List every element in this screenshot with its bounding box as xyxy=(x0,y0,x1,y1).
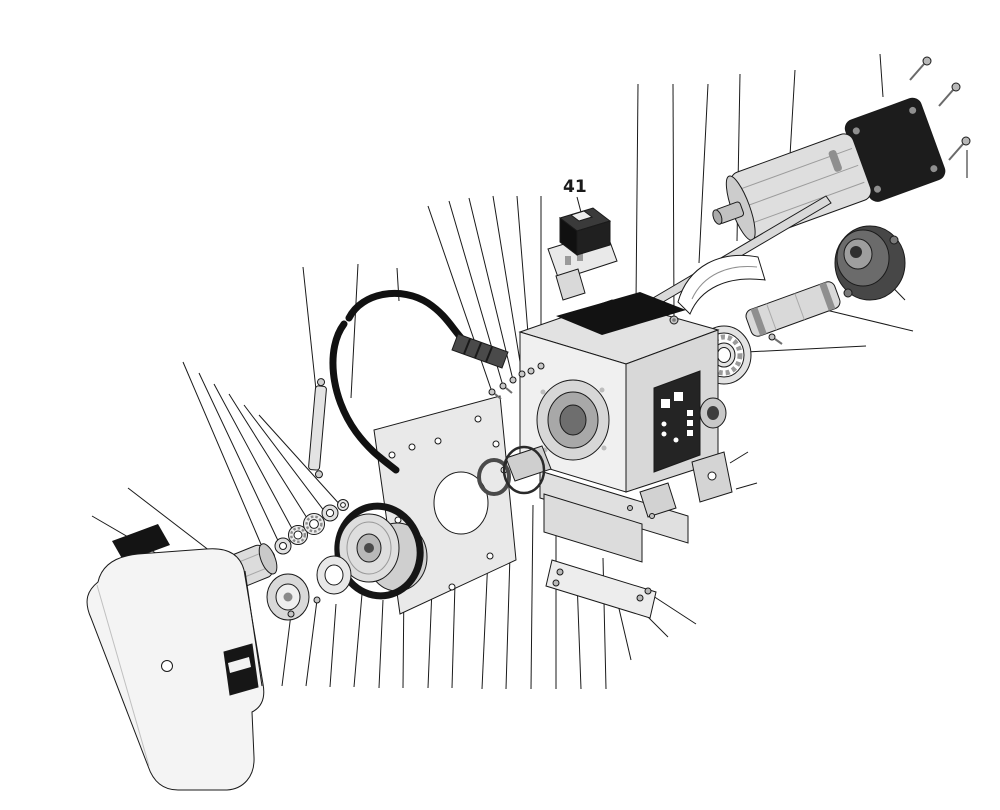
secondary-pulleys-part xyxy=(266,555,352,621)
mounting-bracket xyxy=(639,482,677,518)
fan-assembly-part xyxy=(334,502,428,600)
plate-center-hole xyxy=(433,471,489,535)
cover-hole xyxy=(161,660,173,672)
burner-cover-part xyxy=(86,548,265,791)
small-screws-part xyxy=(488,362,545,400)
burner-housing-part xyxy=(518,292,727,544)
base-plates-part xyxy=(543,451,733,619)
housing-opening xyxy=(556,292,686,335)
oil-pump-drive-part xyxy=(477,445,552,496)
housing-base xyxy=(539,470,689,544)
switch-rocker xyxy=(569,210,594,222)
control-switch-part xyxy=(547,207,618,301)
label-sticker xyxy=(112,524,170,562)
coupling-sleeve-part xyxy=(745,281,841,345)
bracket-strip-part xyxy=(308,378,327,479)
motor-screws-part xyxy=(909,56,971,161)
drive-motor-part xyxy=(712,97,946,241)
air-scoop-part xyxy=(677,254,766,315)
o-ring xyxy=(502,445,546,495)
control-panel xyxy=(653,370,701,473)
callout-41-label: 41 xyxy=(563,177,587,197)
cable-connector xyxy=(451,333,509,369)
coupling-part xyxy=(834,225,906,301)
ignition-cable-part xyxy=(329,289,509,474)
